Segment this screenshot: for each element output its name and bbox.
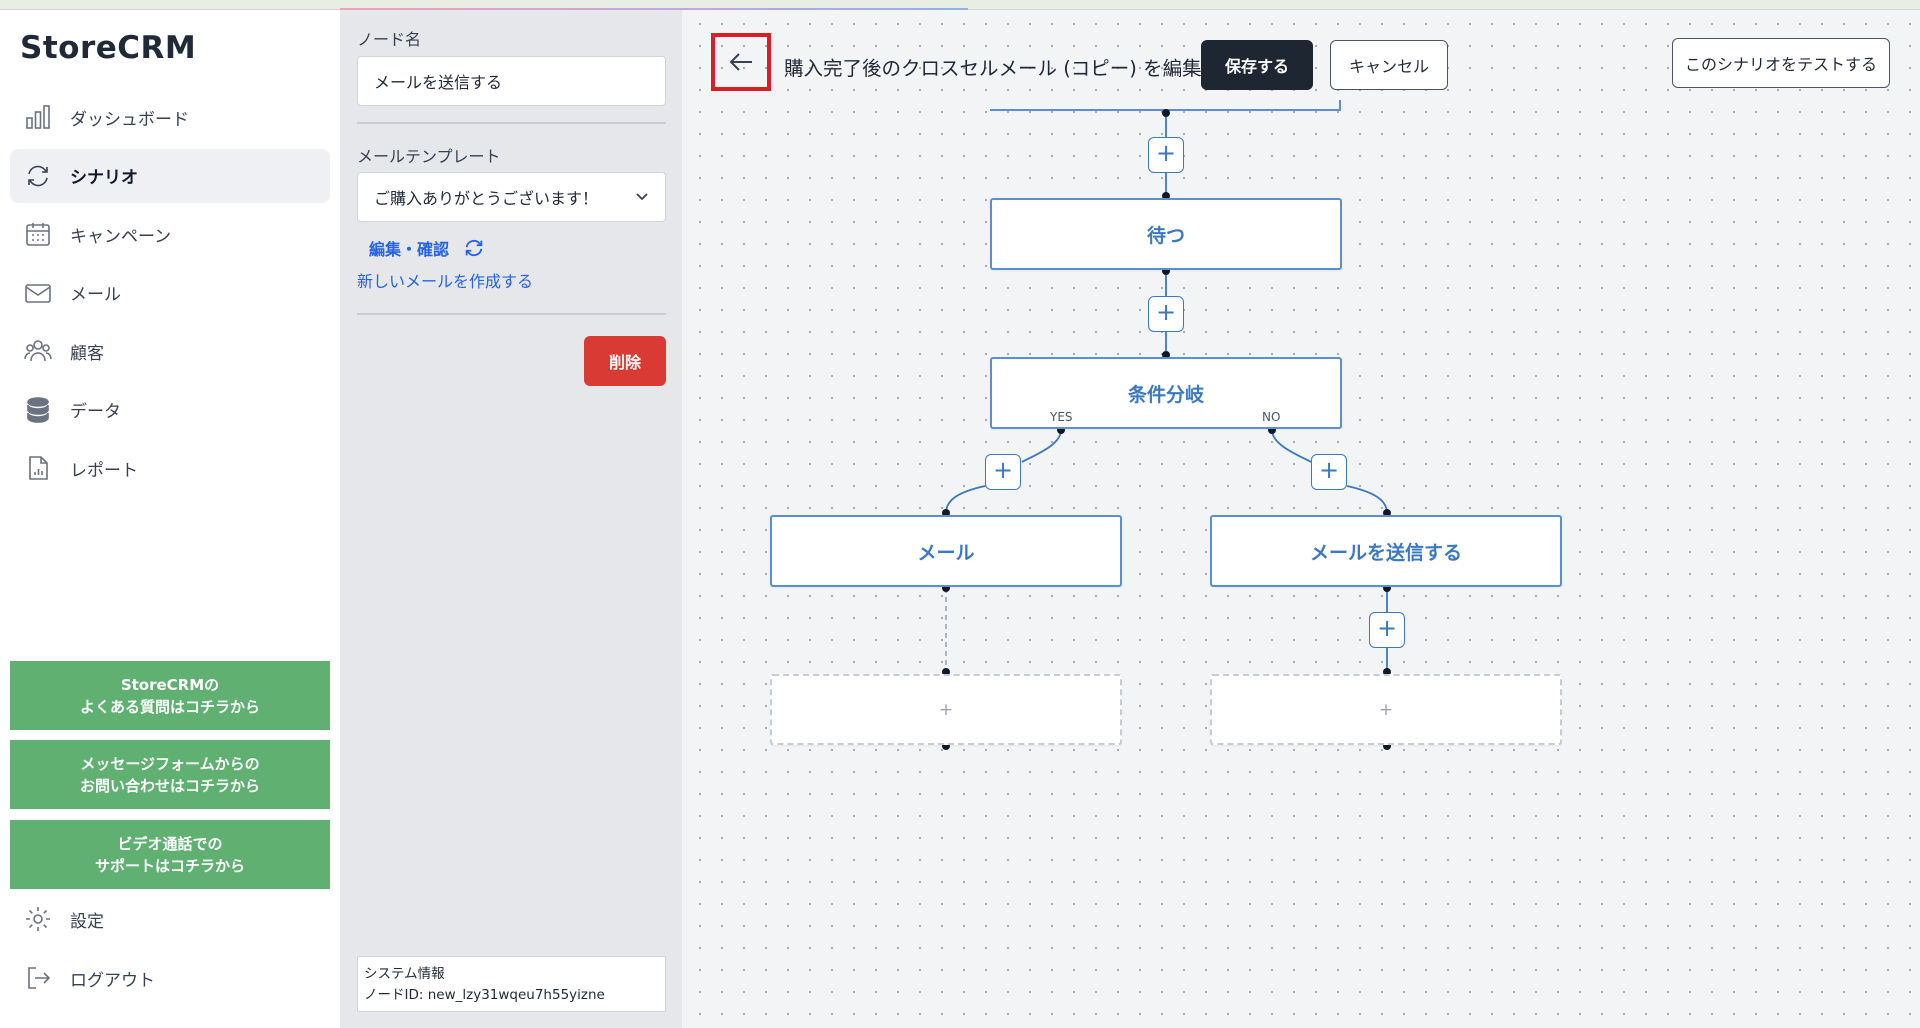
sidebar-item-campaign[interactable]: キャンペーン [10, 207, 330, 261]
sidebar-item-label: 顧客 [70, 343, 104, 364]
sidebar-item-label: メール [70, 285, 121, 305]
sidebar-item-label: キャンペーン [70, 226, 172, 247]
add-node-button[interactable]: + [1311, 454, 1347, 490]
sidebar-item-mail[interactable]: メール [10, 266, 330, 320]
mail-template-label: メールテンプレート [357, 147, 501, 166]
sidebar-item-logout[interactable]: ログアウト [24, 964, 155, 992]
sidebar-item-label: シナリオ [70, 168, 138, 188]
empty-node-placeholder[interactable]: + [1210, 674, 1562, 745]
database-icon [24, 396, 52, 424]
mail-template-select[interactable]: ご購入ありがとうございます！ [357, 172, 666, 222]
sidebar-item-label: データ [70, 402, 121, 422]
refresh-icon [24, 162, 52, 190]
loading-progress-bar [340, 8, 968, 10]
sidebar-item-report[interactable]: レポート [10, 441, 330, 495]
sidebar-item-label: レポート [70, 460, 138, 481]
cancel-button[interactable]: キャンセル [1330, 40, 1448, 90]
node-name-input[interactable]: メールを送信する [357, 56, 666, 106]
sidebar-item-label: ログアウト [70, 970, 155, 991]
delete-button[interactable]: 削除 [584, 336, 666, 386]
logout-icon [24, 964, 52, 992]
node-id-text: ノードID: new_lzy31wqeu7h55yizne [364, 987, 605, 1003]
add-node-button[interactable]: + [1369, 612, 1405, 648]
refresh-icon[interactable] [463, 237, 485, 259]
panel-divider [357, 313, 666, 315]
mail-icon [24, 279, 52, 307]
faq-button[interactable]: StoreCRMの よくある質問はコチラから [10, 661, 330, 730]
window-top-strip [0, 0, 1920, 10]
flow-node-condition[interactable]: 条件分岐 [990, 357, 1342, 429]
system-info-title: システム情報 [364, 966, 445, 982]
edit-template-link[interactable]: 編集・確認 [369, 236, 485, 260]
sidebar-item-label: 設定 [70, 911, 104, 932]
gear-icon [24, 905, 52, 933]
video-support-button[interactable]: ビデオ通話での サポートはコチラから [10, 820, 330, 889]
flow-node-no-send-mail[interactable]: メールを送信する [1210, 515, 1562, 587]
chevron-down-icon [636, 193, 648, 201]
yes-port-label: YES [1050, 410, 1073, 424]
add-node-button[interactable]: + [1148, 296, 1184, 332]
sidebar-item-customers[interactable]: 顧客 [10, 324, 330, 378]
report-icon [24, 454, 52, 482]
test-scenario-button[interactable]: このシナリオをテストする [1672, 38, 1890, 88]
contact-form-button[interactable]: メッセージフォームからの お問い合わせはコチラから [10, 740, 330, 809]
empty-node-placeholder[interactable]: + [770, 674, 1122, 745]
sidebar-item-settings[interactable]: 設定 [24, 905, 104, 933]
panel-divider [357, 122, 666, 124]
back-button[interactable] [711, 33, 771, 91]
sidebar-item-label: ダッシュボード [70, 109, 189, 130]
node-settings-panel: ノード名 メールを送信する メールテンプレート ご購入ありがとうございます！ 編… [340, 10, 682, 1028]
system-info-box: システム情報 ノードID: new_lzy31wqeu7h55yizne [357, 956, 666, 1012]
scenario-title: 購入完了後のクロスセルメール (コピー) を編集中 [784, 57, 1222, 80]
edit-template-label: 編集・確認 [369, 240, 450, 259]
flow-node-wait[interactable]: 待つ [990, 198, 1342, 270]
add-node-button[interactable]: + [1148, 137, 1184, 173]
add-node-button[interactable]: + [985, 454, 1021, 490]
save-button[interactable]: 保存する [1201, 40, 1313, 90]
calendar-icon [24, 220, 52, 248]
users-icon [24, 337, 52, 365]
bar-chart-icon [24, 103, 52, 131]
new-mail-link[interactable]: 新しいメールを作成する [357, 272, 534, 291]
arrow-left-icon [729, 53, 752, 71]
flow-node-yes-mail[interactable]: メール [770, 515, 1122, 587]
sidebar-item-dashboard[interactable]: ダッシュボード [10, 90, 330, 144]
mail-template-selected: ご購入ありがとうございます！ [374, 189, 599, 208]
app-logo[interactable]: StoreCRM [20, 30, 197, 66]
sidebar-item-scenario[interactable]: シナリオ [10, 148, 330, 203]
no-port-label: NO [1262, 410, 1281, 424]
sidebar-nav: ダッシュボード シナリオ キャンペーン メール 顧客 [10, 90, 330, 500]
node-name-label: ノード名 [357, 30, 422, 49]
sidebar-item-data[interactable]: データ [10, 383, 330, 437]
sidebar: StoreCRM ダッシュボード シナリオ キャンペーン メール [0, 10, 340, 1028]
